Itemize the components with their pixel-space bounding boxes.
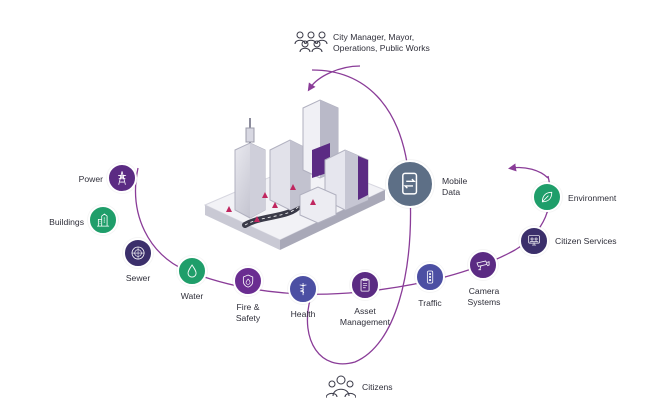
clipboard-icon — [360, 278, 370, 292]
label-camera-systems: Camera Systems — [467, 286, 501, 307]
pylon-icon — [117, 171, 127, 185]
traffic-light-icon — [426, 270, 434, 284]
right-arrow-arc — [508, 163, 549, 179]
node-camera-systems — [468, 250, 498, 280]
node-traffic — [415, 262, 445, 292]
label-asset-management: Asset Management — [339, 306, 391, 327]
label-fire-safety: Fire & Safety — [235, 302, 261, 323]
vertical-loop-arc — [306, 69, 412, 365]
leaf-icon — [541, 191, 553, 203]
camera-icon — [476, 260, 490, 271]
label-water: Water — [180, 291, 204, 301]
node-power — [107, 163, 137, 193]
mobile-data-label: Mobile Data — [442, 176, 468, 197]
node-asset-management — [350, 270, 380, 300]
node-health — [288, 274, 318, 304]
label-traffic: Traffic — [418, 298, 442, 308]
label-citizen-services: Citizen Services — [555, 236, 617, 246]
water-drop-icon — [187, 264, 197, 278]
label-sewer: Sewer — [125, 273, 151, 283]
caduceus-icon — [299, 282, 307, 296]
node-water — [177, 256, 207, 286]
stakeholders-people-icon — [294, 31, 328, 52]
label-environment: Environment — [568, 193, 617, 203]
citizens-label: Citizens — [362, 382, 393, 392]
mobile-data-node — [386, 160, 434, 208]
label-buildings: Buildings — [49, 217, 84, 227]
node-citizen-services — [519, 226, 549, 256]
building-icon — [96, 213, 110, 227]
mobile-phone-icon — [402, 173, 418, 195]
citizens-icon — [326, 375, 356, 399]
stakeholders-label: City Manager, Mayor, Operations, Public … — [333, 32, 430, 53]
label-power: Power — [78, 174, 103, 184]
shield-flame-icon — [242, 274, 254, 288]
node-sewer — [123, 238, 153, 268]
node-environment — [532, 182, 562, 212]
top-arrow-arc — [307, 65, 361, 92]
node-fire-safety — [233, 266, 263, 296]
people-screen-icon — [528, 235, 540, 246]
node-buildings — [88, 205, 118, 235]
city-illustration — [203, 99, 387, 250]
label-health: Health — [290, 309, 316, 319]
manhole-icon — [131, 246, 145, 260]
